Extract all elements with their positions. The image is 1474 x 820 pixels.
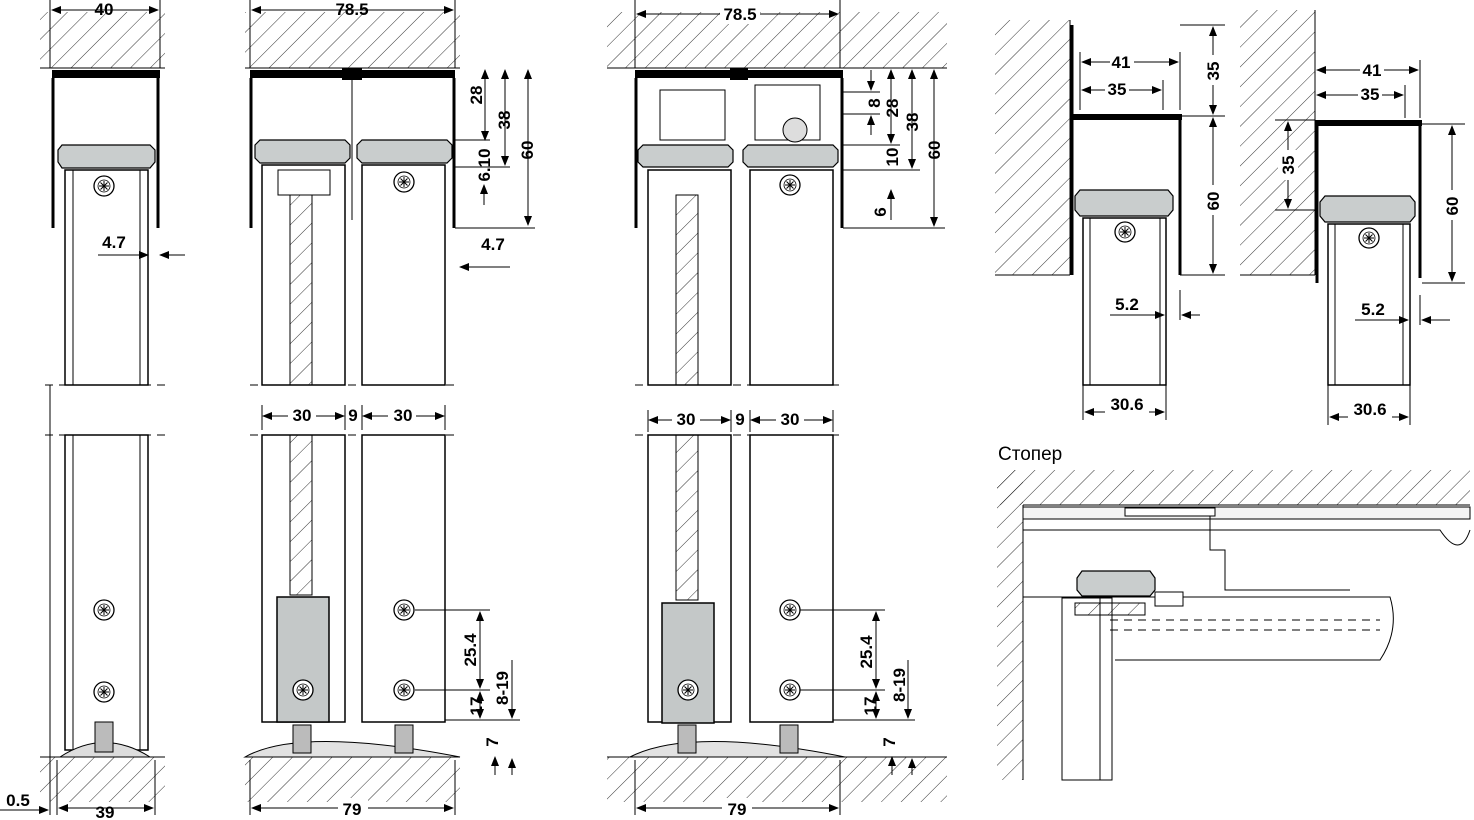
dim-25-4: 25.4 [857,635,876,669]
roller-icon [57,144,156,169]
view-single-door: 40 4.7 39 0.5 [0,0,185,820]
dim-width-bottom: 79 [728,800,747,819]
dim-gap: 5.2 [1115,295,1139,314]
screw-icon [1358,227,1380,249]
view-double-door-a: 78.5 28 38 60 6.10 4.7 30 9 30 25.4 8-19… [243,0,537,819]
dim-gap: 4.7 [481,235,505,254]
dim-60: 60 [1204,192,1223,211]
dim-width-bottom: 39 [96,803,115,820]
dim-38: 38 [495,111,514,130]
screw-icon [779,174,801,196]
screw-icon [393,679,415,701]
screw-icon [393,599,415,621]
dim-width-top: 78.5 [723,5,756,24]
screw-icon [93,175,115,197]
dim-25-4: 25.4 [461,633,480,667]
dim-spacing: 9 [348,406,357,425]
dim-8-19: 8-19 [493,671,512,705]
stopper-detail: Стопер [997,444,1471,781]
dim-60: 60 [518,141,537,160]
screw-icon [93,681,115,703]
dim-door: 30.6 [1110,395,1143,414]
dim-door: 30.6 [1353,400,1386,419]
roller-icon [1076,570,1156,597]
dim-28: 28 [883,99,902,118]
dim-17: 17 [861,697,880,716]
dim-10: 10 [883,148,902,167]
dim-gap: 4.7 [102,233,126,252]
view-double-door-b: 78.5 8 28 38 60 10 6 30 9 30 25.4 8-19 1… [607,0,947,819]
screw-icon [1114,221,1136,243]
dim-offset: 0.5 [6,791,30,810]
dim-door2: 30 [394,406,413,425]
dim-41: 41 [1112,53,1131,72]
dim-35-vertical: 35 [1279,156,1298,175]
dim-35-vertical: 35 [1204,62,1223,81]
dim-60: 60 [925,141,944,160]
dim-7: 7 [483,737,502,746]
screw-icon [677,679,699,701]
screw-icon [779,599,801,621]
dim-gap: 5.2 [1361,300,1385,319]
screw-icon [393,171,415,193]
roller-icon [637,144,734,168]
screw-icon [779,679,801,701]
dim-35-horizontal: 35 [1361,85,1380,104]
roller-icon [254,139,351,164]
dim-60: 60 [1443,197,1462,216]
dim-door2: 30 [781,410,800,429]
view-wall-mount-a: 41 35 35 60 5.2 30.6 [995,20,1225,420]
dim-width-bottom: 79 [343,800,362,819]
dim-6-10: 6.10 [475,148,494,181]
screw-icon [93,599,115,621]
dim-35-horizontal: 35 [1108,80,1127,99]
dim-width-top: 40 [95,0,114,19]
stopper-title: Стопер [998,444,1062,465]
dim-6: 6 [871,207,890,216]
dim-28: 28 [467,86,486,105]
dim-spacing: 9 [735,410,744,429]
dim-door1: 30 [677,410,696,429]
screw-icon [292,679,314,701]
dim-41: 41 [1363,61,1382,80]
dim-8-19: 8-19 [890,668,909,702]
dim-door1: 30 [293,406,312,425]
roller-icon [742,144,839,168]
dim-38: 38 [903,113,922,132]
roller-icon [1074,189,1174,217]
roller-icon [356,139,453,164]
roller-icon [1319,195,1416,223]
view-wall-mount-b: 41 35 35 60 5.2 30.6 [1240,10,1465,425]
dim-width-top: 78.5 [335,0,368,19]
dim-7: 7 [880,737,899,746]
dim-17: 17 [467,697,486,716]
dim-8: 8 [865,98,884,107]
